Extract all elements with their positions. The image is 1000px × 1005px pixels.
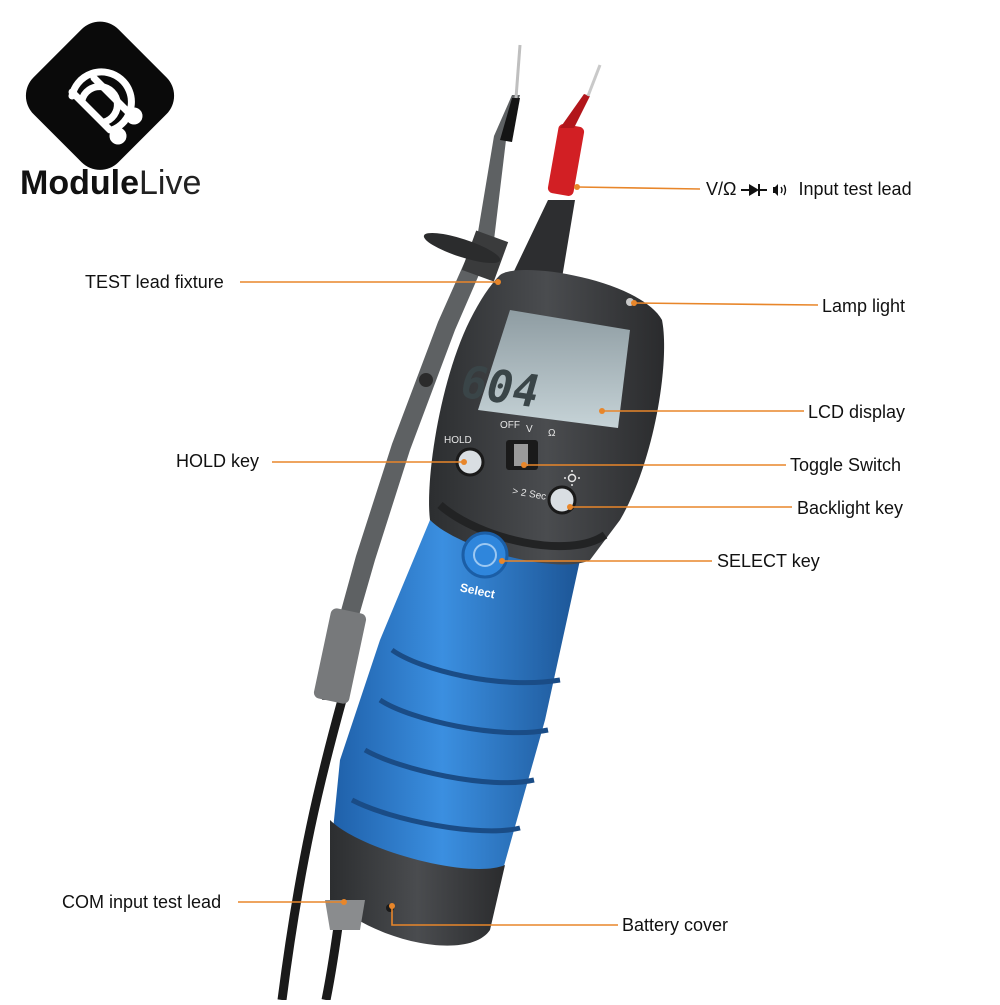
- brand-logo-text: ModuleLive: [20, 164, 201, 203]
- hold-key-label: HOLD: [444, 435, 472, 446]
- red-test-lead: [505, 64, 602, 290]
- callout-lamp-light: Lamp light: [822, 296, 906, 316]
- input-lead-prefix: V/Ω: [706, 179, 737, 199]
- brand-name-bold: Module: [20, 164, 139, 202]
- meter-body: 604 OFF V Ω HOLD > 2 Sec Select: [325, 270, 665, 946]
- callout-input-test-lead: V/Ω Input test lead: [706, 178, 912, 200]
- callout-select-key: SELECT key: [717, 551, 820, 571]
- callout-line-battery: [391, 906, 618, 926]
- switch-label-v: V: [526, 424, 533, 435]
- switch-label-ohm: Ω: [548, 428, 556, 439]
- callout-hold-key: HOLD key: [176, 451, 260, 471]
- callout-test-lead-fixture: TEST lead fixture: [85, 272, 224, 292]
- brand-name-light: Live: [138, 164, 202, 202]
- callout-lines: [238, 184, 819, 926]
- lcd-screen: [478, 310, 630, 428]
- sun-icon: [564, 470, 580, 486]
- input-lead-text: Input test lead: [798, 179, 912, 199]
- callout-line-input: [576, 186, 701, 190]
- diode-sound-icon: [741, 184, 787, 197]
- callout-battery-cover: Battery cover: [622, 915, 729, 935]
- callout-line-lamp: [633, 302, 819, 306]
- callout-backlight-key: Backlight key: [797, 498, 904, 518]
- lcd-reading: 604: [454, 357, 545, 418]
- callout-com-input-test-lead: COM input test lead: [62, 892, 222, 912]
- callout-toggle-switch: Toggle Switch: [790, 455, 902, 475]
- switch-label-off: OFF: [500, 420, 520, 431]
- circuit-icon: [68, 68, 143, 145]
- select-key[interactable]: [461, 531, 509, 579]
- callout-lcd-display: LCD display: [808, 402, 906, 422]
- logo-badge: [25, 21, 175, 170]
